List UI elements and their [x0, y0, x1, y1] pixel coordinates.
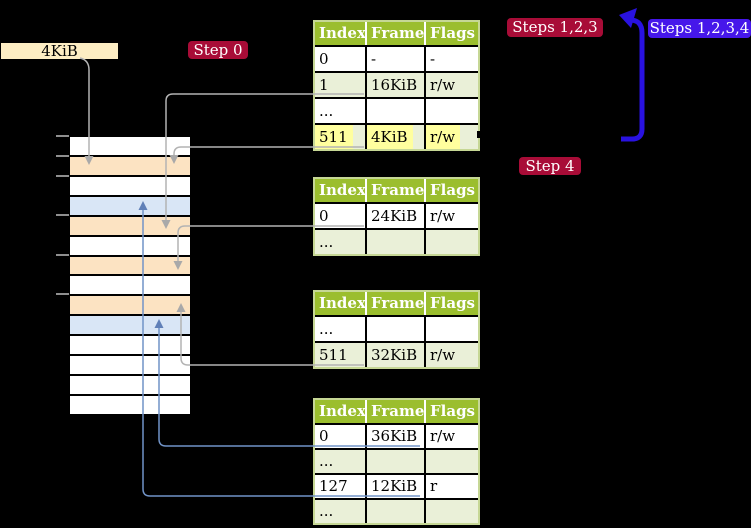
column-header-index: Index	[315, 22, 366, 45]
frame-size-label: 4KiB	[1, 43, 118, 60]
table-cell	[367, 450, 424, 473]
table-row: ...	[315, 228, 478, 254]
column-header-flags: Flags	[426, 292, 478, 315]
table-cell: r/w	[426, 73, 478, 97]
table-cell	[367, 230, 424, 254]
table-row: 511 32KiB r/w	[315, 341, 478, 367]
memory-row	[70, 174, 190, 195]
highlight-mark: 4KiB	[367, 125, 413, 149]
table-cell: 24KiB	[367, 204, 424, 228]
address-tick	[56, 175, 69, 177]
table-cell: 0	[315, 425, 365, 448]
table-cell	[426, 99, 478, 123]
table-cell: r/w	[426, 204, 478, 228]
table-cell	[426, 500, 478, 523]
table-cell: -	[426, 47, 478, 71]
table-cell	[367, 500, 424, 523]
address-tick	[56, 293, 69, 295]
table-cell: ...	[315, 500, 365, 523]
table-row: 1 16KiB r/w	[315, 71, 478, 97]
table-cell	[367, 99, 424, 123]
table-row: ...	[315, 315, 478, 341]
memory-row	[70, 234, 190, 255]
badge-step-0: Step 0	[188, 41, 248, 59]
page-table-level2: Index Frame Flags ... 511 32KiB r/w	[313, 290, 480, 369]
page-table-level4: Index Frame Flags 0 - - 1 16KiB r/w ... …	[313, 20, 480, 151]
table-cell: r/w	[426, 125, 478, 149]
table-row: ...	[315, 448, 478, 473]
table-cell: ...	[315, 230, 365, 254]
table-cell	[426, 317, 478, 341]
table-cell: ...	[315, 99, 365, 123]
memory-row-page	[70, 194, 190, 215]
memory-row	[70, 137, 190, 155]
table-cell: 0	[315, 204, 365, 228]
table-cell: 32KiB	[367, 343, 424, 367]
memory-row-frame	[70, 254, 190, 275]
table-cell: r/w	[426, 343, 478, 367]
memory-row	[70, 354, 190, 375]
address-tick	[56, 155, 69, 157]
physical-memory-stack	[70, 137, 190, 414]
badge-steps-1234: Steps 1,2,3,4	[648, 19, 751, 38]
table-cell: ...	[315, 317, 365, 341]
table-cell: r	[426, 475, 478, 498]
table-cell	[367, 317, 424, 341]
table-cell: 36KiB	[367, 425, 424, 448]
badge-step-4: Step 4	[519, 157, 581, 175]
table-cell: 0	[315, 47, 365, 71]
table-row: 0 36KiB r/w	[315, 423, 478, 448]
page-table-level3: Index Frame Flags 0 24KiB r/w ...	[313, 177, 480, 256]
column-header-frame: Frame	[367, 22, 424, 45]
table-cell: 511	[315, 125, 365, 149]
table-cell: r/w	[426, 425, 478, 448]
column-header-index: Index	[315, 179, 366, 202]
table-row-recursive-entry: 511 4KiB r/w	[315, 123, 478, 149]
memory-row-page	[70, 314, 190, 335]
highlight-mark: r/w	[426, 125, 461, 149]
table-cell: 127	[315, 475, 365, 498]
memory-row-frame	[70, 294, 190, 315]
recursive-loop-arrow	[621, 17, 645, 142]
memory-row-frame	[70, 214, 190, 235]
memory-row	[70, 393, 190, 414]
table-cell	[426, 450, 478, 473]
column-header-frame: Frame	[367, 179, 424, 202]
table-cell	[426, 230, 478, 254]
table-row: ...	[315, 97, 478, 123]
table-cell: ...	[315, 450, 365, 473]
badge-steps-123: Steps 1,2,3	[507, 18, 603, 37]
column-header-flags: Flags	[426, 400, 478, 423]
address-tick	[56, 135, 69, 137]
memory-row	[70, 374, 190, 394]
table-row: 0 24KiB r/w	[315, 202, 478, 228]
column-header-flags: Flags	[426, 179, 478, 202]
column-header-index: Index	[315, 292, 366, 315]
column-header-index: Index	[315, 400, 366, 423]
page-table-level1: Index Frame Flags 0 36KiB r/w ... 127 12…	[313, 398, 480, 525]
table-cell: 12KiB	[367, 475, 424, 498]
table-cell: 1	[315, 73, 365, 97]
highlight-mark: 511	[315, 125, 353, 149]
recursive-loop-arrowhead-icon	[619, 8, 637, 28]
memory-row	[70, 274, 190, 295]
address-tick	[56, 214, 69, 216]
table-row: 0 - -	[315, 45, 478, 71]
memory-row-frame	[70, 154, 190, 175]
memory-row	[70, 334, 190, 355]
column-header-flags: Flags	[426, 22, 478, 45]
table-row: ...	[315, 498, 478, 523]
table-cell: 16KiB	[367, 73, 424, 97]
column-header-frame: Frame	[367, 292, 424, 315]
table-cell: 511	[315, 343, 365, 367]
table-row: 127 12KiB r	[315, 473, 478, 498]
table-cell: -	[367, 47, 424, 71]
address-tick	[56, 254, 69, 256]
table-cell: 4KiB	[367, 125, 424, 149]
column-header-frame: Frame	[367, 400, 424, 423]
